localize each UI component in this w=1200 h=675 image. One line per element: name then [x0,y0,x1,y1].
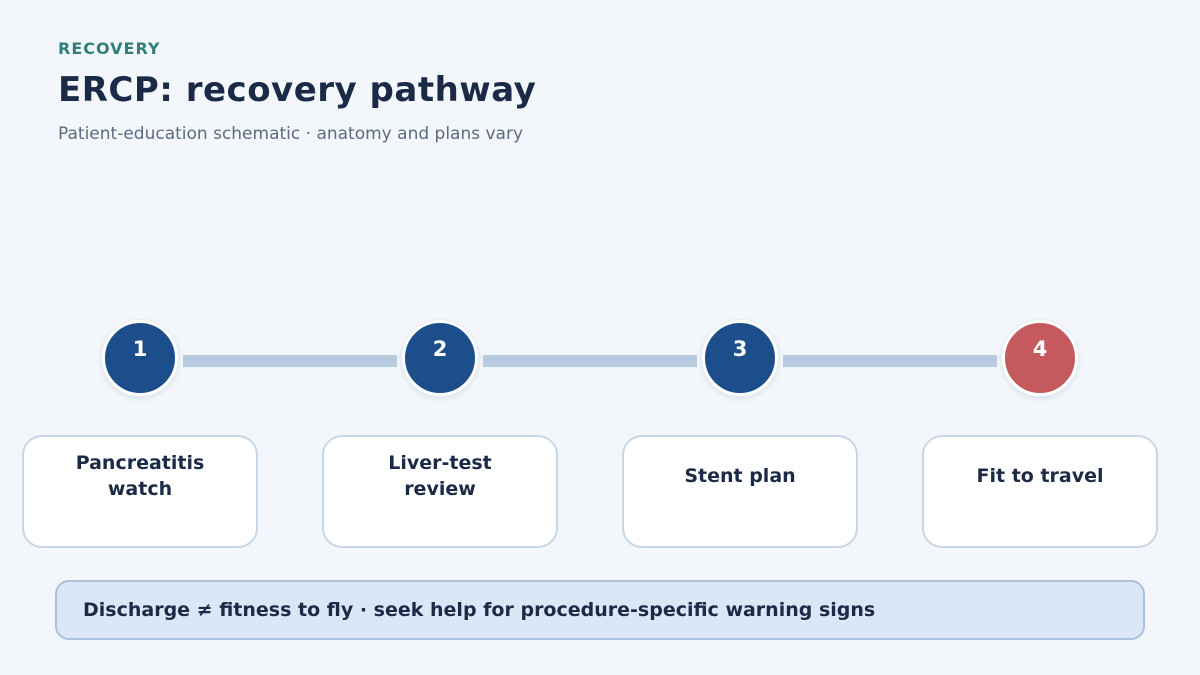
step-2-label: Liver-test review [388,452,492,500]
step-4-card: Fit to travel [922,435,1158,548]
section-eyebrow: RECOVERY [58,39,161,58]
page-subtitle: Patient-education schematic · anatomy an… [58,124,524,144]
step-4-number: 4 [1032,337,1048,361]
step-3-label: Stent plan [684,465,796,487]
connector-1-2 [183,355,397,367]
step-1-marker: 1 [102,320,178,396]
step-3-card: Stent plan [622,435,858,548]
page-title: ERCP: recovery pathway [58,70,537,110]
step-3-marker: 3 [702,320,778,396]
step-1-card: Pancreatitis watch [22,435,258,548]
step-2-card: Liver-test review [322,435,558,548]
connector-3-4 [783,355,997,367]
step-4-marker: 4 [1002,320,1078,396]
connector-2-3 [483,355,697,367]
step-4-label: Fit to travel [976,465,1104,487]
step-2-marker: 2 [402,320,478,396]
warning-note: Discharge ≠ fitness to fly · seek help f… [55,580,1145,640]
step-2-number: 2 [432,337,448,361]
step-3-number: 3 [732,337,748,361]
warning-note-text: Discharge ≠ fitness to fly · seek help f… [83,599,876,621]
step-1-label: Pancreatitis watch [75,452,205,500]
step-1-number: 1 [132,337,148,361]
